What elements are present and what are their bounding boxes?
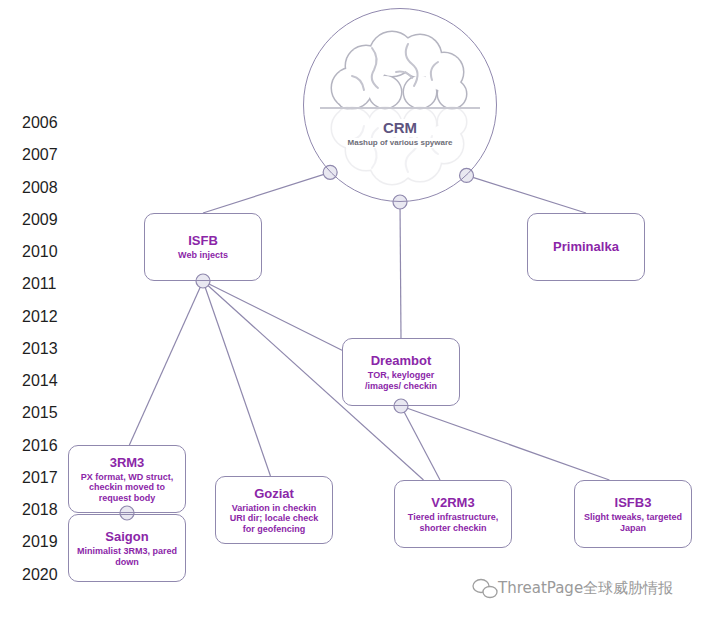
- variant-box: V2RM3Tiered infrastructure, shorter chec…: [394, 480, 512, 548]
- variant-box: GoziatVariation in checkin URI dir; loca…: [215, 476, 333, 544]
- node-description: Minimalist 3RM3, pared down: [74, 546, 180, 567]
- node-description: PX format, WD struct, checkin moved to r…: [74, 472, 180, 504]
- year-label: 2013: [22, 340, 58, 358]
- lineage-connector: [400, 202, 401, 338]
- year-label: 2007: [22, 146, 58, 164]
- year-label: 2016: [22, 437, 58, 455]
- lineage-connector: [203, 281, 270, 476]
- lineage-connector: [401, 406, 440, 480]
- brain-top: [332, 32, 466, 108]
- family-box: ISFBWeb injects: [144, 213, 262, 281]
- node-title: CRM: [381, 119, 419, 137]
- watermark: ThreatPage全球威胁情报: [498, 579, 673, 597]
- node-title: ISFB3: [613, 495, 654, 511]
- node-title: V2RM3: [429, 495, 476, 511]
- node-description: Web injects: [176, 250, 230, 261]
- node-description: Slight tweaks, targeted Japan: [580, 512, 686, 533]
- node-title: Saigon: [103, 529, 150, 545]
- node-description: Variation in checkin URI dir; locale che…: [221, 503, 327, 535]
- year-label: 2006: [22, 114, 58, 132]
- year-label: 2008: [22, 179, 58, 197]
- brain-reflection: [332, 108, 466, 184]
- node-description: Mashup of various spyware: [346, 138, 455, 148]
- variant-box: SaigonMinimalist 3RM3, pared down: [68, 514, 186, 582]
- junction-dot: [394, 399, 408, 413]
- variant-box: ISFB3Slight tweaks, targeted Japan: [574, 480, 692, 548]
- year-label: 2020: [22, 566, 58, 584]
- node-title: Priminalka: [551, 239, 621, 255]
- junction-dot: [323, 165, 337, 179]
- year-label: 2017: [22, 469, 58, 487]
- lineage-connector: [203, 172, 330, 213]
- wechat-icon: [473, 580, 497, 598]
- junction-dot: [393, 195, 407, 209]
- year-label: 2010: [22, 243, 58, 261]
- node-title: ISFB: [186, 233, 220, 249]
- family-box: DreambotTOR, keylogger /images/ checkin: [342, 338, 460, 406]
- brain-base-line: [320, 107, 480, 109]
- junction-dot: [120, 506, 134, 520]
- node-title: 3RM3: [108, 455, 147, 471]
- year-label: 2012: [22, 308, 58, 326]
- junction-dot: [196, 274, 210, 288]
- year-label: 2019: [22, 533, 58, 551]
- node-title: Goziat: [252, 486, 296, 502]
- node-description: TOR, keylogger /images/ checkin: [348, 370, 454, 391]
- year-label: 2011: [22, 275, 56, 293]
- lineage-connector: [129, 281, 203, 445]
- lineage-connector: [203, 281, 342, 350]
- year-label: 2018: [22, 501, 58, 519]
- year-label: 2009: [22, 211, 58, 229]
- node-title: Dreambot: [369, 353, 434, 369]
- node-description: Tiered infrastructure, shorter checkin: [400, 512, 506, 533]
- root-circle-node: CRMMashup of various spyware: [303, 8, 497, 202]
- family-box: Priminalka: [527, 213, 645, 281]
- lineage-connector: [467, 175, 586, 213]
- variant-box: 3RM3PX format, WD struct, checkin moved …: [68, 445, 186, 513]
- year-label: 2015: [22, 404, 58, 422]
- junction-dot: [460, 168, 474, 182]
- year-label: 2014: [22, 372, 58, 390]
- lineage-connector: [401, 406, 609, 480]
